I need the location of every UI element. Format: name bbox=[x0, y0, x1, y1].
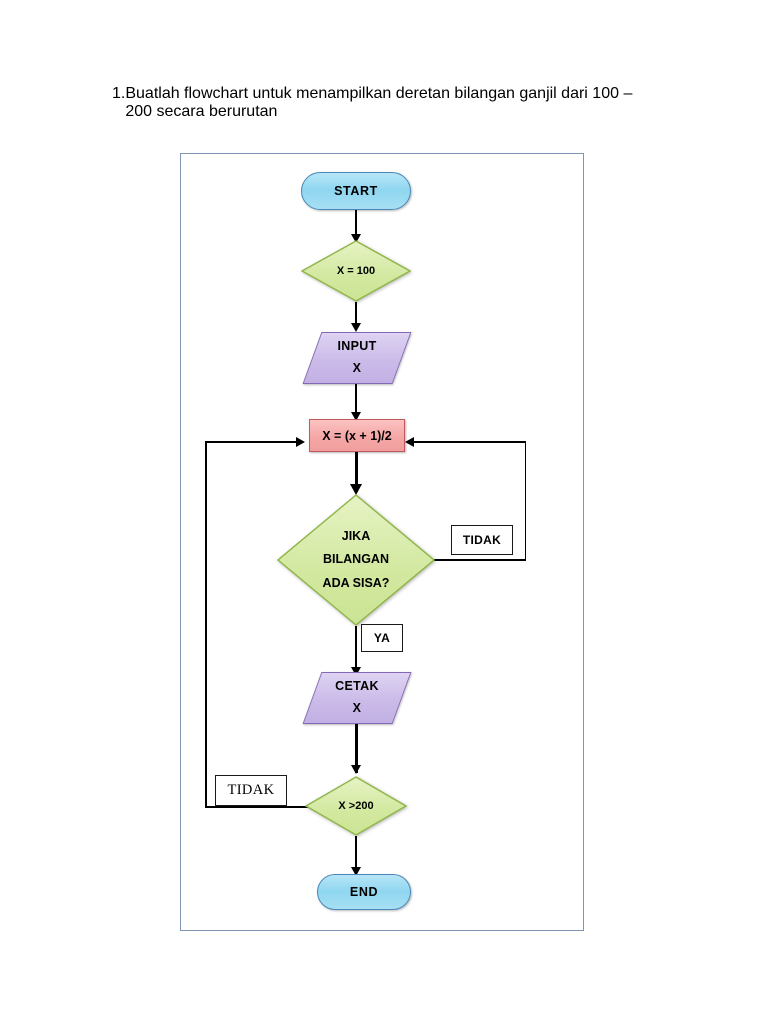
edge-check-no-vertical bbox=[205, 442, 207, 808]
flow-node-check-label: X >200 bbox=[338, 799, 374, 812]
diamond-shape-init bbox=[301, 240, 411, 302]
edge-print-to-check bbox=[355, 724, 358, 773]
flow-node-input-label-line1: INPUT bbox=[337, 339, 377, 354]
flow-node-print-label-line2: X bbox=[352, 701, 362, 715]
flow-node-print[interactable]: CETAK X bbox=[302, 672, 412, 724]
flow-node-end[interactable]: END bbox=[317, 874, 411, 910]
flow-node-end-label: END bbox=[349, 885, 379, 899]
edge-start-to-init bbox=[355, 210, 357, 238]
flow-node-start[interactable]: START bbox=[301, 172, 411, 210]
flow-node-input[interactable]: INPUT X bbox=[302, 332, 412, 384]
question-text: Buatlah flowchart untuk menampilkan dere… bbox=[125, 85, 633, 120]
arrowhead-process-from-right bbox=[405, 437, 414, 447]
flow-node-start-label: START bbox=[334, 184, 378, 198]
flow-node-decision[interactable]: JIKA BILANGAN ADA SISA? bbox=[277, 494, 435, 626]
diamond-shape-check bbox=[305, 776, 407, 836]
flow-node-check[interactable]: X >200 bbox=[305, 776, 407, 836]
question-number: 1. bbox=[112, 85, 126, 102]
edge-check-no-horizontal bbox=[205, 806, 311, 808]
edge-label-decision-yes-text: YA bbox=[373, 631, 391, 645]
flow-node-init-label: X = 100 bbox=[336, 264, 376, 277]
arrowhead-decision bbox=[349, 484, 362, 495]
edge-process-to-decision bbox=[355, 452, 358, 492]
edge-label-decision-no-text: TIDAK bbox=[462, 533, 502, 547]
flow-node-init-label-wrap: X = 100 bbox=[301, 240, 411, 302]
arrowhead-check bbox=[351, 765, 361, 774]
arrowhead-process-from-left bbox=[296, 437, 305, 447]
flow-node-input-label-wrap: INPUT X bbox=[312, 332, 402, 384]
arrowhead-process bbox=[351, 412, 361, 421]
flow-node-init[interactable]: X = 100 bbox=[301, 240, 411, 302]
flow-node-process-label: X = (x + 1)/2 bbox=[322, 428, 392, 443]
edge-input-to-process bbox=[355, 384, 357, 418]
edge-decision-no-vertical bbox=[524, 442, 527, 560]
arrowhead-init bbox=[351, 234, 361, 243]
edge-decision-yes bbox=[355, 626, 357, 671]
question-block: 1. Buatlah flowchart untuk menampilkan d… bbox=[112, 85, 642, 121]
flow-node-check-label-wrap: X >200 bbox=[305, 776, 407, 836]
flow-node-decision-label-line2: BILANGAN bbox=[323, 552, 389, 567]
flow-node-print-label-wrap: CETAK X bbox=[312, 672, 402, 724]
edge-init-to-input bbox=[355, 302, 357, 327]
flow-node-decision-label-line3: ADA SISA? bbox=[322, 575, 390, 590]
edge-label-decision-yes[interactable]: YA bbox=[361, 624, 403, 652]
flow-node-input-label-line2: X bbox=[352, 361, 362, 375]
arrowhead-end bbox=[351, 867, 361, 876]
edge-check-to-end bbox=[355, 836, 357, 873]
edge-check-no-return bbox=[205, 441, 297, 443]
edge-decision-no-return bbox=[413, 441, 526, 443]
edge-label-check-no-text: TIDAK bbox=[227, 782, 275, 798]
arrowhead-input bbox=[351, 323, 361, 332]
flow-node-print-label-line1: CETAK bbox=[335, 679, 379, 694]
edge-decision-no-horizontal bbox=[433, 559, 526, 561]
flow-node-process[interactable]: X = (x + 1)/2 bbox=[309, 419, 405, 452]
arrowhead-print bbox=[351, 667, 361, 676]
flow-node-decision-label-line1: JIKA bbox=[341, 529, 371, 544]
diamond-shape-decision bbox=[277, 494, 435, 626]
edge-label-check-no[interactable]: TIDAK bbox=[215, 775, 287, 806]
flow-node-decision-label-wrap: JIKA BILANGAN ADA SISA? bbox=[277, 494, 435, 626]
edge-label-decision-no[interactable]: TIDAK bbox=[451, 525, 513, 555]
flowchart-frame: START X = 100 IN bbox=[180, 153, 584, 931]
